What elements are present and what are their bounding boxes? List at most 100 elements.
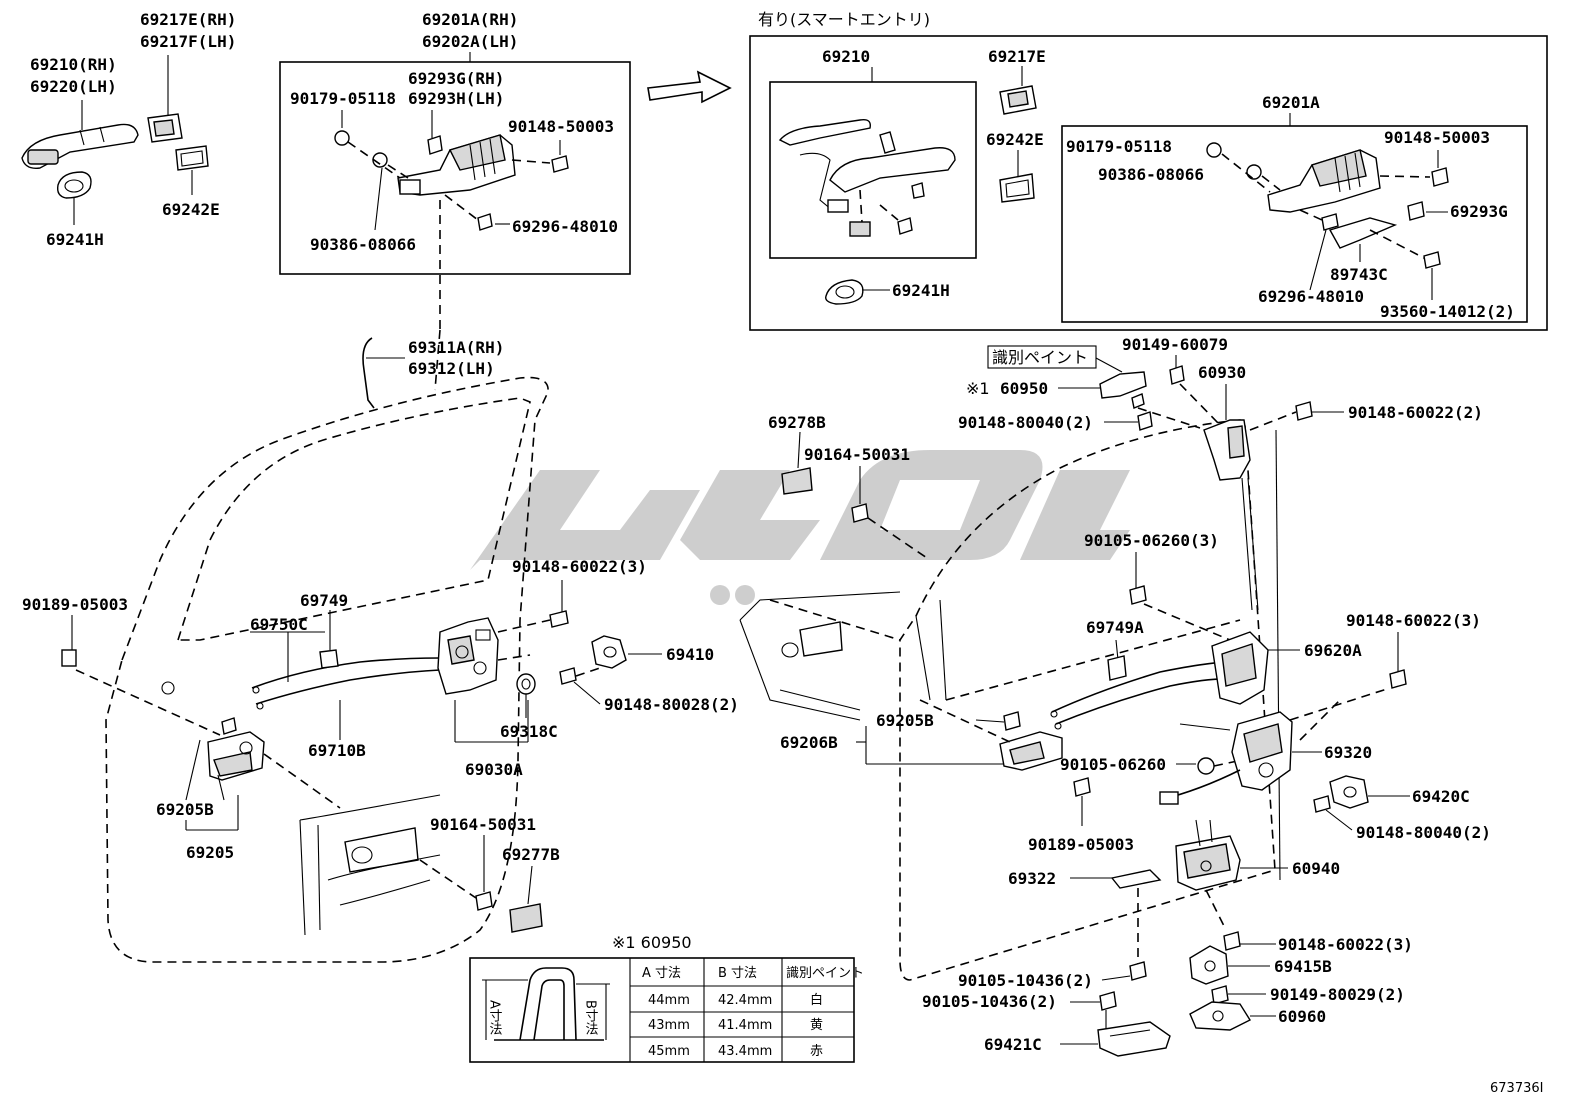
label-se-sub: 69293G <box>1450 202 1508 221</box>
label-rd-stopper: 69415B <box>1274 957 1332 976</box>
rd-inside-handle-part <box>999 731 1063 771</box>
table-cell: 赤 <box>810 1044 823 1059</box>
label-rd-bolt-i: 90105-10436(2) <box>922 992 1057 1011</box>
smart-entry-handle-box <box>769 81 977 259</box>
label-se-screw: 69296-48010 <box>1258 287 1364 306</box>
label-ld-cable1: 69750C <box>250 615 308 634</box>
label-se-bolt1: 90179-05118 <box>1066 137 1172 156</box>
label-ld-inside-handle-b: 69205B <box>156 800 214 819</box>
rd-actuator-part <box>1211 631 1269 705</box>
label-rd-bolt-g: 90148-60022(3) <box>1278 935 1413 954</box>
pad-part <box>175 145 209 171</box>
label-frame-sub-lh: 69293H(LH) <box>408 89 504 108</box>
frame-mechanism-part <box>397 134 516 196</box>
label-rd-bolt-d: 90105-06260(3) <box>1084 531 1219 550</box>
arrow-icon <box>647 70 732 104</box>
label-frame-bolt2: 90148-50003 <box>508 117 614 136</box>
rd-clip-part <box>1073 777 1091 797</box>
label-frame-sub-rh: 69293G(RH) <box>408 69 504 88</box>
table-cell: 42.4mm <box>718 993 772 1008</box>
label-gasket: 69241H <box>46 230 104 249</box>
label-rd-pad: 69278B <box>768 413 826 432</box>
label-ld-pad: 69277B <box>502 845 560 864</box>
label-rd-bolt-f: 90105-06260 <box>1060 755 1166 774</box>
table-header-paint: 識別ペイント <box>786 966 864 981</box>
rod-part <box>362 337 375 409</box>
label-rd-paint: 識別ペイント <box>992 348 1088 367</box>
table-cell: 44mm <box>648 993 690 1008</box>
ld-cable-part <box>251 649 441 710</box>
table-cell: 黄 <box>810 1018 823 1033</box>
handle-cover-part <box>147 113 183 143</box>
label-cover-rh: 69217E(RH) <box>140 10 236 29</box>
label-ld-lock-bolt: 90148-60022(3) <box>512 557 647 576</box>
label-frame-screw: 69296-48010 <box>512 217 618 236</box>
label-ld-inside-handle: 69205 <box>186 843 234 862</box>
label-rd-bolt-j: 90149-80029(2) <box>1270 985 1405 1004</box>
label-rd-lower-plate: 69322 <box>1008 869 1056 888</box>
label-rd-bracket: 60960 <box>1278 1007 1326 1026</box>
rd-check-part <box>1099 371 1147 409</box>
se-cover-part <box>999 85 1037 115</box>
label-rd-bolt-e: 90148-60022(3) <box>1346 611 1481 630</box>
footer-code: 673736I <box>1490 1081 1543 1096</box>
label-cover-lh: 69217F(LH) <box>140 32 236 51</box>
table-cell: 45mm <box>648 1044 690 1059</box>
label-rd-pad-screw: 90164-50031 <box>804 445 910 464</box>
label-rd-striker: 69420C <box>1412 787 1470 806</box>
right-door-outline <box>739 419 1281 981</box>
rd-stopper-part <box>1189 945 1229 985</box>
table-cell: 41.4mm <box>718 1018 772 1033</box>
label-frame-lh: 69202A(LH) <box>422 32 518 51</box>
label-se-cover: 69217E <box>988 47 1046 66</box>
ld-spacer-part <box>516 673 536 695</box>
table-header-a: A 寸法 <box>642 966 681 981</box>
label-frame-nut: 90386-08066 <box>310 235 416 254</box>
smart-entry-box <box>749 35 1548 331</box>
dimension-table: A 寸法 B 寸法 識別ペイント 44mm 42.4mm 白 43mm 41.4… <box>469 957 864 1063</box>
rd-bottom-bracket-part <box>1097 1021 1171 1057</box>
label-frame-rh: 69201A(RH) <box>422 10 518 29</box>
rd-cable-part <box>1050 660 1241 730</box>
left-door-outline <box>105 376 549 963</box>
label-rod-rh: 69311A(RH) <box>408 338 504 357</box>
clip-part <box>61 649 77 667</box>
label-rd-lower-hinge: 60940 <box>1292 859 1340 878</box>
table-header-b: B 寸法 <box>718 966 757 981</box>
table-cell: 白 <box>810 992 823 1008</box>
dim-b-label: B寸法 <box>583 1000 599 1035</box>
label-se-bracket: 89743C <box>1330 265 1388 284</box>
outside-handle-part <box>21 123 139 169</box>
label-rd-clamp: 69749A <box>1086 618 1144 637</box>
label-rd-lock: 69320 <box>1324 743 1372 762</box>
label-se-pad: 69242E <box>986 130 1044 149</box>
rd-striker-part <box>1329 775 1369 809</box>
label-ld-pad-screw: 90164-50031 <box>430 815 536 834</box>
label-rd-inside-handle-b: 69205B <box>876 711 934 730</box>
rd-pad-part <box>781 467 813 495</box>
ld-lock-part <box>437 617 499 695</box>
label-rd-bottom-bracket: 69421C <box>984 1035 1042 1054</box>
rd-lower-hinge-part <box>1175 819 1241 891</box>
label-rd-bolt-b: 90148-80040(2) <box>958 413 1093 432</box>
table-caption: ※1 60950 <box>612 933 692 952</box>
label-ld-cable2: 69710B <box>308 741 366 760</box>
label-rd-bolt-a: 90149-60079 <box>1122 335 1228 354</box>
label-se-handle: 69210 <box>822 47 870 66</box>
watermark-logo <box>470 450 1130 605</box>
label-handle-lh: 69220(LH) <box>30 77 117 96</box>
label-ld-clamp: 69749 <box>300 591 348 610</box>
label-ld-lock-assy: 69030A <box>465 760 523 779</box>
smart-entry-heading: 有り(スマートエントリ) <box>758 10 930 29</box>
ld-striker-part <box>591 635 627 669</box>
label-se-frame: 69201A <box>1262 93 1320 112</box>
label-rd-check-mark: ※1 <box>966 379 990 398</box>
rd-paint-label: 識別ペイント <box>987 345 1123 373</box>
frame-group-box <box>279 61 631 275</box>
label-rd-bolt-h: 90105-10436(2) <box>958 971 1093 990</box>
label-ld-clip: 90189-05003 <box>22 595 128 614</box>
label-rd-striker-bolt: 90148-80040(2) <box>1356 823 1491 842</box>
rd-bracket-part <box>1189 1001 1252 1031</box>
label-rd-inside-handle: 69206B <box>780 733 838 752</box>
